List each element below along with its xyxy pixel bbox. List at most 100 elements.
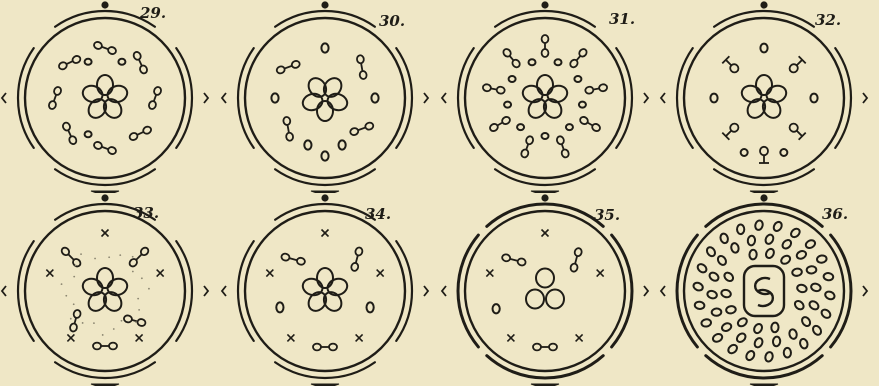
- center-ovule: [537, 75, 553, 95]
- ring-ovule: [719, 233, 729, 244]
- center-ovule: [526, 290, 544, 309]
- small-ovule: [517, 124, 524, 130]
- figure-number: 36.: [822, 205, 848, 223]
- center-ovule: [744, 96, 769, 122]
- stamen-pair: [533, 344, 557, 351]
- cross-mark: [507, 334, 514, 341]
- figure-33: 33.: [0, 193, 220, 386]
- small-ovule: [276, 302, 283, 312]
- dot: [138, 309, 140, 311]
- cross-mark: [486, 270, 493, 277]
- cross-mark: [377, 270, 384, 277]
- stamen-pair: [542, 35, 549, 57]
- small-ovule: [339, 140, 346, 149]
- ring-ovule: [701, 319, 712, 328]
- figure-32: 32.: [659, 0, 879, 193]
- small-ovule: [509, 76, 516, 82]
- small-ovule: [118, 59, 125, 65]
- ring-ovule: [720, 289, 731, 299]
- ring-ovule: [771, 322, 779, 332]
- ring-ovule: [820, 308, 832, 320]
- cross-mark: [287, 334, 294, 341]
- stamen-pair: [502, 48, 521, 69]
- ring-ovule: [726, 305, 737, 314]
- floral-diagram: [0, 193, 220, 386]
- ring-ovule: [799, 338, 809, 349]
- cross-mark: [266, 270, 273, 277]
- axis-dot: [321, 194, 328, 201]
- outer-circle: [465, 18, 625, 178]
- center-ovule: [546, 290, 564, 309]
- t-stamen: [722, 56, 741, 75]
- diagram-group: [661, 1, 867, 193]
- ring-ovule: [737, 224, 744, 234]
- ring-ovule: [823, 272, 833, 280]
- ring-ovule: [788, 329, 797, 340]
- ring-ovule: [764, 351, 774, 362]
- ring-ovule: [721, 322, 733, 332]
- outer-circle: [245, 18, 405, 178]
- center-ovule: [305, 289, 330, 315]
- dot: [93, 322, 95, 324]
- left-chevron: [2, 93, 6, 103]
- floral-diagram: [220, 0, 440, 193]
- ring-ovule: [705, 246, 716, 258]
- cross-mark: [322, 230, 329, 237]
- figure-35: 35.: [440, 193, 660, 386]
- ring-ovule: [692, 281, 704, 291]
- ring-ovule: [707, 290, 718, 300]
- center-ovule: [320, 75, 345, 101]
- small-ovule: [579, 102, 586, 108]
- stamen-pair: [148, 86, 162, 110]
- floral-diagram: [0, 0, 220, 193]
- axis-dot: [321, 1, 328, 8]
- ring-ovule: [810, 283, 821, 293]
- cross-mark: [46, 270, 53, 277]
- figure-number: 32.: [815, 11, 841, 29]
- center-ovule: [85, 289, 110, 315]
- small-ovule: [542, 133, 549, 139]
- ring-ovule: [716, 254, 727, 266]
- ring-ovule: [712, 333, 724, 344]
- dot: [108, 256, 110, 258]
- center-ovule: [320, 289, 345, 315]
- center-ovule: [97, 268, 113, 288]
- floral-diagram: [220, 193, 440, 386]
- dot: [121, 320, 123, 322]
- small-ovule: [85, 59, 92, 65]
- ring-ovule: [764, 248, 775, 260]
- stamen-pair: [585, 84, 608, 95]
- right-chevron: [204, 286, 208, 296]
- stamen-pair: [482, 84, 505, 95]
- left-chevron: [661, 93, 665, 103]
- left-chevron: [442, 93, 446, 103]
- ring-ovule: [781, 238, 793, 250]
- floral-diagram: [440, 0, 660, 193]
- cross-mark: [157, 270, 164, 277]
- right-chevron: [424, 286, 428, 296]
- dot: [135, 321, 137, 323]
- stamen-pair: [123, 315, 146, 327]
- small-ovule: [554, 59, 561, 65]
- left-chevron: [661, 286, 665, 296]
- diagram-group: [442, 1, 648, 193]
- stamen-pair: [48, 86, 62, 110]
- small-ovule: [321, 151, 328, 160]
- dot: [102, 334, 104, 336]
- ring-ovule: [753, 337, 764, 349]
- stamen-pair: [128, 246, 150, 268]
- cross-mark: [102, 230, 109, 237]
- axis-dot: [541, 1, 548, 8]
- diagram-group: [2, 1, 208, 193]
- figure-number: 29.: [140, 4, 166, 22]
- dot: [65, 295, 67, 297]
- stamen-pair: [520, 135, 534, 158]
- floral-diagram: [440, 193, 660, 386]
- ring-ovule: [694, 301, 704, 309]
- ring-ovule: [711, 308, 721, 316]
- figure-30: 30.: [220, 0, 440, 193]
- t-stamen: [787, 121, 806, 140]
- dot: [61, 283, 63, 285]
- stamen-pair: [69, 309, 81, 332]
- ring-ovule: [736, 317, 748, 328]
